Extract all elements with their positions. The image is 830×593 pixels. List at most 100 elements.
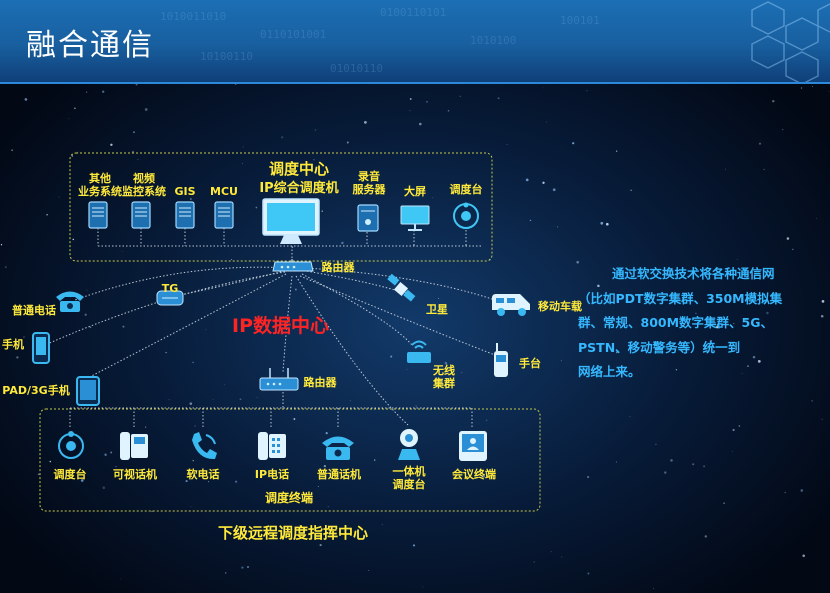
- console-icon: [453, 202, 479, 229]
- star: [84, 313, 87, 316]
- ip-data-center-label: IP数据中心: [232, 315, 329, 337]
- star: [763, 168, 765, 170]
- server-icon: [214, 201, 234, 229]
- star: [758, 142, 762, 145]
- star: [432, 197, 434, 199]
- star: [426, 101, 428, 103]
- integrated-console-icon: [398, 429, 420, 460]
- star: [205, 329, 207, 331]
- star: [406, 368, 408, 370]
- soft-phone-label: 软电话: [186, 468, 220, 481]
- star: [605, 222, 609, 226]
- star: [208, 481, 210, 483]
- star: [546, 121, 548, 123]
- star: [409, 98, 412, 100]
- star: [144, 426, 147, 428]
- terminal-group-label: 调度终端: [264, 491, 313, 505]
- meeting-terminal-label: 会议终端: [452, 468, 496, 481]
- star: [485, 419, 488, 422]
- tg-label: TG: [161, 282, 179, 295]
- star: [821, 300, 825, 303]
- star: [821, 418, 823, 420]
- star: [772, 99, 775, 103]
- star: [616, 150, 618, 152]
- star: [664, 471, 667, 474]
- star: [800, 489, 804, 492]
- star: [412, 544, 416, 547]
- telephone-icon: [56, 291, 84, 312]
- console-icon: [58, 431, 84, 459]
- router-icon: [259, 368, 299, 391]
- mcu-label: MCU: [210, 185, 238, 198]
- walkie-talkie-icon: [494, 343, 508, 377]
- svg-text:0100110101: 0100110101: [380, 6, 446, 19]
- star: [561, 556, 563, 558]
- star: [319, 544, 322, 547]
- star: [256, 396, 258, 398]
- star: [732, 451, 733, 452]
- star: [341, 241, 344, 245]
- svg-text:1010011010: 1010011010: [160, 10, 226, 23]
- star: [695, 312, 697, 315]
- star: [0, 244, 3, 246]
- wireless-base-icon: [407, 340, 431, 363]
- star: [168, 399, 170, 401]
- star: [409, 109, 411, 112]
- star: [381, 524, 383, 526]
- svg-text:10100110: 10100110: [200, 50, 253, 63]
- star: [314, 129, 317, 131]
- star: [828, 90, 830, 92]
- star: [533, 561, 535, 563]
- star: [752, 355, 756, 359]
- star: [557, 226, 559, 228]
- star: [786, 237, 790, 240]
- star: [802, 554, 805, 558]
- star: [560, 360, 562, 362]
- star: [37, 473, 40, 476]
- pad-label: PAD/3G手机: [2, 384, 70, 397]
- star: [704, 535, 707, 538]
- star: [550, 551, 552, 553]
- wireless-label: 无线集群: [433, 364, 455, 390]
- star: [461, 372, 463, 374]
- star: [525, 178, 529, 182]
- star: [102, 486, 106, 489]
- server-icon: [175, 201, 195, 229]
- star: [757, 360, 761, 363]
- star: [77, 151, 79, 153]
- other-system-label: 其他业务系统: [78, 172, 122, 198]
- router-icon: [272, 261, 314, 272]
- star: [784, 491, 786, 494]
- star: [703, 465, 706, 468]
- star: [23, 336, 25, 338]
- star: [185, 480, 188, 483]
- star: [437, 298, 439, 300]
- star: [323, 464, 327, 468]
- star: [192, 361, 194, 364]
- star: [289, 183, 292, 185]
- star: [281, 136, 284, 139]
- star: [597, 284, 600, 288]
- soft-phone-icon: [192, 432, 217, 460]
- star: [122, 325, 125, 328]
- star: [80, 479, 84, 482]
- vehicle-label: 移动车载: [538, 300, 582, 313]
- star: [137, 159, 139, 161]
- star: [235, 480, 238, 483]
- star: [241, 566, 244, 569]
- star: [190, 198, 192, 200]
- video-phone-label: 可视话机: [113, 468, 157, 481]
- server-icon: [357, 204, 379, 232]
- star: [736, 258, 738, 260]
- star: [104, 453, 107, 457]
- star: [800, 87, 803, 89]
- star: [190, 506, 192, 508]
- star: [374, 459, 376, 461]
- star: [346, 141, 349, 144]
- star: [741, 372, 743, 374]
- normal-phone-label: 普通话机: [317, 468, 361, 481]
- star: [317, 486, 319, 487]
- star: [224, 384, 226, 386]
